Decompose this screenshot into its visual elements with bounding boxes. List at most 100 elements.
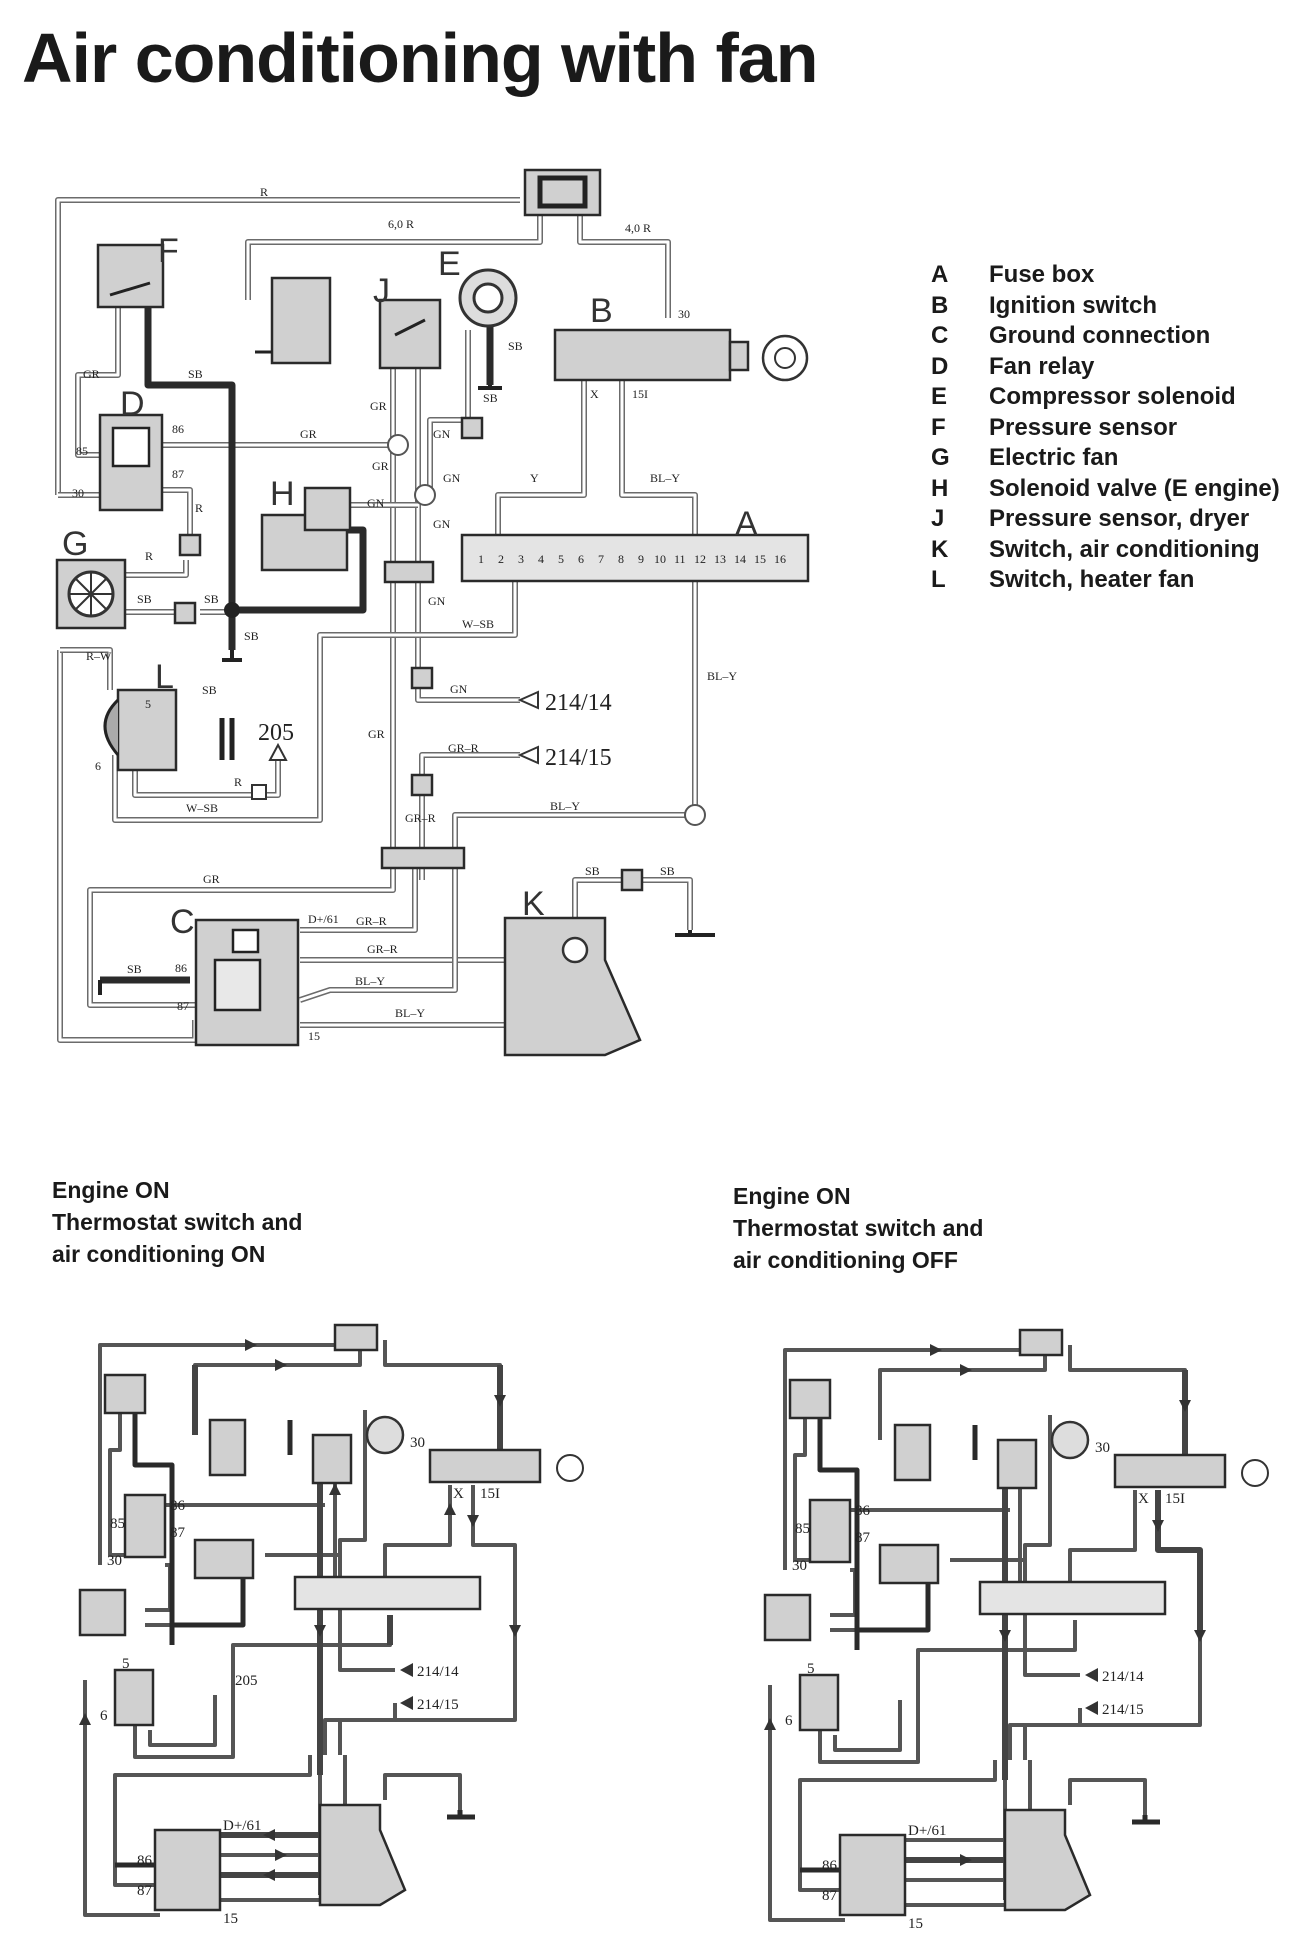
junction-node bbox=[684, 804, 706, 826]
sub-label: D+/61 bbox=[908, 1823, 946, 1839]
wire-label: GN bbox=[443, 471, 461, 485]
wire-label: 85 bbox=[76, 444, 88, 458]
sub-fuse-box bbox=[978, 1580, 1167, 1616]
wire-label: SB bbox=[244, 629, 259, 643]
fuse-box-a bbox=[460, 533, 810, 583]
electric-fan-g bbox=[55, 558, 127, 630]
wire-label: R–W bbox=[86, 649, 112, 663]
fuse-number: 15 bbox=[754, 552, 766, 566]
sub-electric-fan bbox=[78, 1588, 127, 1637]
sub-ground-relay bbox=[838, 1833, 907, 1917]
sub-pressure-sensor-j bbox=[996, 1438, 1038, 1490]
wire-label: SB bbox=[660, 864, 675, 878]
sub-fan-relay bbox=[808, 1498, 852, 1564]
sub-ref-205: 205 bbox=[235, 1673, 258, 1689]
sub-diagram-ac-off: 30 X 15I 86 85 87 30 5 6 D+/61 86 87 15 … bbox=[763, 1328, 1269, 1932]
component-letters: A B C D E F G H J K L bbox=[62, 232, 758, 941]
wire-label: GR bbox=[300, 427, 317, 441]
wire-label: SB bbox=[188, 367, 203, 381]
sub-label: 85 bbox=[110, 1516, 125, 1532]
wire-label: 87 bbox=[177, 999, 189, 1013]
letter-l: L bbox=[155, 658, 174, 696]
letter-j: J bbox=[373, 272, 390, 310]
letter-c: C bbox=[170, 903, 195, 941]
sub-key-icon bbox=[1241, 1459, 1269, 1487]
sub-label: 30 bbox=[410, 1435, 425, 1451]
wire-label: BL–Y bbox=[650, 471, 680, 485]
wire-label: BL–Y bbox=[550, 799, 580, 813]
sub-solenoid-valve bbox=[193, 1538, 255, 1580]
sub-fuse-box bbox=[293, 1575, 482, 1611]
sub-pressure-sensor-j bbox=[311, 1433, 353, 1485]
letter-d: D bbox=[120, 385, 145, 423]
fuse-number: 11 bbox=[674, 552, 686, 566]
sub-compressor-solenoid bbox=[1050, 1420, 1090, 1460]
wire-label: SB bbox=[585, 864, 600, 878]
sub-label: 15I bbox=[1165, 1491, 1185, 1507]
wire-label: Y bbox=[530, 471, 539, 485]
battery-component bbox=[255, 276, 332, 365]
sub-pressure-sensor-f bbox=[788, 1378, 832, 1420]
sub-battery bbox=[893, 1423, 932, 1482]
wire-label: X bbox=[590, 387, 599, 401]
connectors bbox=[173, 416, 644, 892]
sub-label: 87 bbox=[855, 1530, 871, 1546]
sub-heater-fan-switch bbox=[798, 1673, 840, 1732]
sub-label: 15 bbox=[223, 1911, 238, 1927]
sub-label: 86 bbox=[822, 1858, 838, 1874]
fuse-number: 2 bbox=[498, 552, 504, 566]
sub-ignition-switch bbox=[1113, 1453, 1227, 1489]
sub-pressure-sensor-f bbox=[103, 1373, 147, 1415]
reference-arrows: 214/14 214/15 205 bbox=[258, 690, 612, 771]
wire-label: SB bbox=[202, 683, 217, 697]
component-top-connector bbox=[523, 168, 602, 217]
sub-label: 30 bbox=[792, 1558, 807, 1574]
sub-label: 15I bbox=[480, 1486, 500, 1502]
pressure-sensor-f bbox=[96, 243, 165, 309]
wire-label: GN bbox=[433, 517, 451, 531]
letter-e: E bbox=[438, 245, 461, 283]
sub-label: 5 bbox=[122, 1656, 130, 1672]
page-title: Air conditioning with fan bbox=[22, 19, 818, 97]
wire-label: GR–R bbox=[448, 741, 479, 755]
sub-label: D+/61 bbox=[223, 1818, 261, 1834]
sub-wires bbox=[83, 1340, 517, 1917]
wire-label: GN bbox=[428, 594, 446, 608]
wire-label: 86 bbox=[172, 422, 184, 436]
fuse-number: 7 bbox=[598, 552, 604, 566]
wire-label: SB bbox=[483, 391, 498, 405]
letter-h: H bbox=[270, 475, 295, 513]
sub-label: 87 bbox=[137, 1883, 153, 1899]
wire-label: W–SB bbox=[462, 617, 494, 631]
sub-top-connector bbox=[1018, 1328, 1064, 1357]
fuse-number: 16 bbox=[774, 552, 786, 566]
flow-arrows bbox=[764, 1344, 1206, 1866]
wire-label: GN bbox=[450, 682, 468, 696]
wire-label: R bbox=[145, 549, 153, 563]
ground-symbols bbox=[100, 385, 715, 995]
wire-label: GN bbox=[367, 496, 385, 510]
wire-label: SB bbox=[127, 962, 142, 976]
wire-label: 6,0 R bbox=[388, 217, 414, 231]
wire-label: 30 bbox=[72, 486, 84, 500]
sub-heater-fan-switch bbox=[113, 1668, 155, 1727]
sub-solenoid-valve bbox=[878, 1543, 940, 1585]
sub-ref-214-15: 214/15 bbox=[1102, 1702, 1144, 1718]
sub-top-connector bbox=[333, 1323, 379, 1352]
fuse-number: 1 bbox=[478, 552, 484, 566]
wire-label: W–SB bbox=[186, 801, 218, 815]
wire-label: 15I bbox=[632, 387, 648, 401]
wire-label: 30 bbox=[678, 307, 690, 321]
junction-node bbox=[387, 434, 409, 456]
letter-b: B bbox=[590, 292, 613, 330]
letter-a: A bbox=[735, 505, 758, 543]
fuse-number: 12 bbox=[694, 552, 706, 566]
wire-label: R bbox=[195, 501, 203, 515]
main-wiring-diagram: 1 2 3 4 5 6 7 8 9 10 11 12 13 14 15 16 A… bbox=[55, 168, 810, 1057]
